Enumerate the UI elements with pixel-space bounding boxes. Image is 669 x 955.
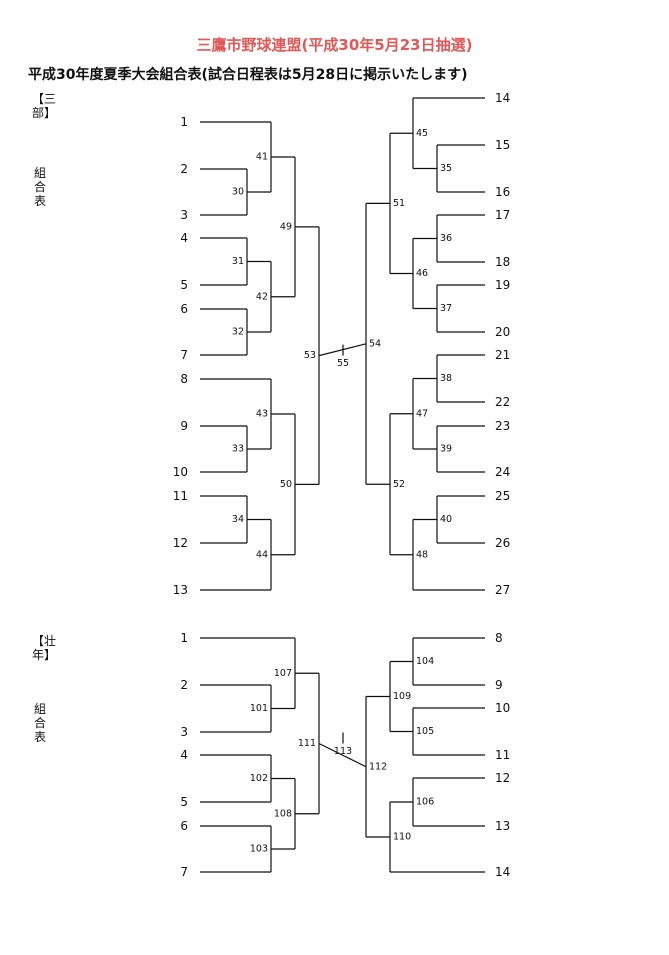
match-number: 37	[440, 303, 452, 314]
team-seed-left: 3	[180, 725, 188, 739]
team-seed-left: 7	[180, 348, 188, 362]
team-seed-right: 9	[495, 678, 503, 692]
team-seed-right: 24	[495, 465, 510, 479]
match-number: 46	[416, 268, 428, 279]
final-connector	[318, 742, 367, 768]
team-seed-right: 22	[495, 395, 510, 409]
bracket2-table-label: 組合表	[33, 702, 46, 744]
team-seed-left: 12	[173, 536, 188, 550]
match-number: 41	[256, 152, 268, 163]
match-number: 104	[416, 656, 434, 667]
team-seed-left: 4	[180, 231, 188, 245]
team-seed-right: 19	[495, 278, 510, 292]
match-number: 34	[232, 514, 244, 525]
match-number: 106	[416, 797, 434, 808]
match-number: 103	[250, 844, 268, 855]
tournament-subtitle: 平成30年度夏季大会組合表(試合日程表は5月28日に掲示いたします)	[28, 67, 468, 83]
team-seed-left: 6	[180, 819, 188, 833]
team-seed-right: 16	[495, 185, 510, 199]
team-seed-right: 17	[495, 208, 510, 222]
match-number: 43	[256, 409, 268, 420]
final-match-number: 55	[337, 358, 349, 369]
team-seed-right: 23	[495, 419, 510, 433]
team-seed-left: 4	[180, 748, 188, 762]
team-seed-left: 2	[180, 162, 188, 176]
team-seed-right: 13	[495, 819, 510, 833]
team-seed-left: 3	[180, 208, 188, 222]
team-seed-right: 14	[495, 91, 510, 105]
match-number: 101	[250, 703, 268, 714]
team-seed-right: 26	[495, 536, 510, 550]
final-match-number: 113	[334, 746, 352, 757]
team-seed-left: 1	[180, 115, 188, 129]
team-seed-left: 13	[173, 583, 188, 597]
match-number: 52	[393, 479, 405, 490]
match-number: 45	[416, 128, 428, 139]
team-seed-left: 10	[173, 465, 188, 479]
match-number: 110	[393, 832, 411, 843]
team-seed-right: 14	[495, 865, 510, 879]
team-seed-right: 25	[495, 489, 510, 503]
team-seed-right: 12	[495, 771, 510, 785]
match-number: 51	[393, 198, 405, 209]
match-number: 102	[250, 773, 268, 784]
team-seed-left: 7	[180, 865, 188, 879]
team-seed-left: 9	[180, 419, 188, 433]
organization-title: 三鷹市野球連盟(平成30年5月23日抽選)	[196, 36, 473, 54]
match-number: 54	[369, 338, 381, 349]
match-number: 38	[440, 373, 452, 384]
team-seed-left: 8	[180, 372, 188, 386]
match-number: 50	[280, 479, 292, 490]
match-number: 109	[393, 691, 411, 702]
match-number: 31	[232, 256, 244, 267]
team-seed-right: 11	[495, 748, 510, 762]
match-number: 48	[416, 549, 428, 560]
team-seed-left: 2	[180, 678, 188, 692]
match-number: 32	[232, 327, 244, 338]
match-number: 39	[440, 444, 452, 455]
match-number: 53	[304, 350, 316, 361]
match-number: 49	[280, 221, 292, 232]
match-number: 35	[440, 163, 452, 174]
team-seed-right: 20	[495, 325, 510, 339]
match-number: 44	[256, 549, 268, 560]
team-seed-right: 15	[495, 138, 510, 152]
match-number: 112	[369, 761, 387, 772]
match-number: 111	[298, 738, 316, 749]
match-number: 33	[232, 444, 244, 455]
match-number: 108	[274, 808, 292, 819]
team-seed-left: 5	[180, 278, 188, 292]
match-number: 107	[274, 668, 292, 679]
team-seed-right: 27	[495, 583, 510, 597]
match-number: 42	[256, 291, 268, 302]
match-number: 30	[232, 187, 244, 198]
team-seed-right: 21	[495, 348, 510, 362]
team-seed-right: 10	[495, 701, 510, 715]
team-seed-left: 5	[180, 795, 188, 809]
match-number: 36	[440, 233, 452, 244]
team-seed-left: 1	[180, 631, 188, 645]
team-seed-left: 11	[173, 489, 188, 503]
match-number: 47	[416, 408, 428, 419]
bracket1-table-label: 組合表	[33, 166, 46, 208]
team-seed-right: 8	[495, 631, 503, 645]
match-number: 105	[416, 726, 434, 737]
team-seed-right: 18	[495, 255, 510, 269]
team-seed-left: 6	[180, 302, 188, 316]
match-number: 40	[440, 514, 452, 525]
